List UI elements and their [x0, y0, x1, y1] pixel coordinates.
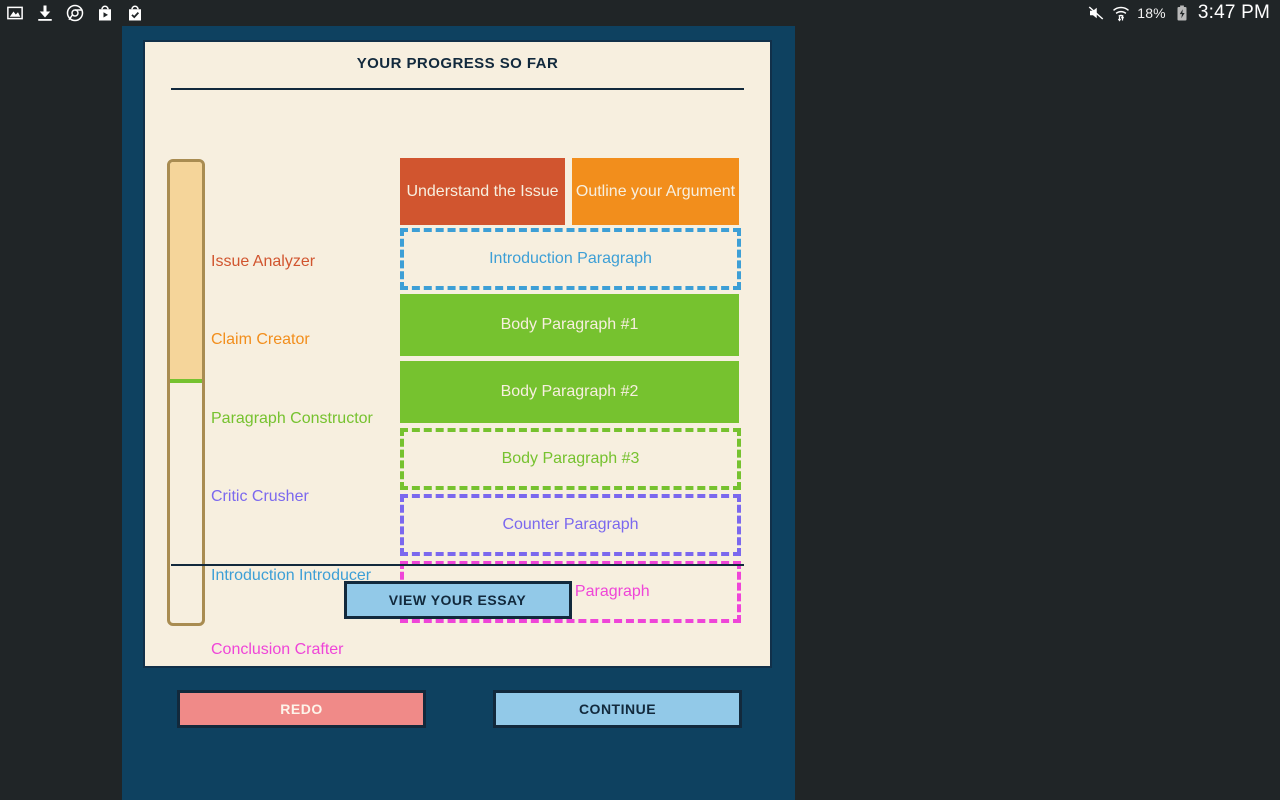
essay-block[interactable]: Body Paragraph #2 — [400, 361, 739, 423]
redo-button[interactable]: REDO — [177, 690, 426, 728]
progress-fill — [170, 162, 202, 384]
stage-label: Paragraph Constructor — [211, 410, 373, 427]
essay-block[interactable]: Body Paragraph #3 — [400, 428, 741, 490]
play-store-check-icon — [129, 5, 141, 21]
chrome-icon — [66, 4, 84, 22]
view-your-essay-button[interactable]: VIEW YOUR ESSAY — [343, 581, 572, 619]
play-store-icon — [99, 5, 111, 21]
wifi-transfer-icon — [1113, 6, 1130, 22]
stage-label: Critic Crusher — [211, 488, 309, 505]
stage-label: Claim Creator — [211, 331, 310, 348]
essay-block[interactable]: Outline your Argument — [572, 158, 739, 225]
essay-block[interactable]: Counter Paragraph — [400, 494, 741, 556]
android-status-bar: 18% 3:47 PM — [0, 0, 1280, 26]
footer-divider — [171, 564, 744, 566]
battery-percent-label: 18% — [1137, 5, 1166, 21]
essay-block[interactable]: Understand the Issue — [400, 158, 565, 225]
stage-label: Conclusion Crafter — [211, 641, 344, 658]
download-icon — [38, 5, 52, 21]
essay-block[interactable]: Body Paragraph #1 — [400, 294, 739, 356]
clock-label: 3:47 PM — [1197, 2, 1270, 23]
status-bar-notification-icons — [6, 4, 144, 22]
title-divider — [171, 88, 744, 90]
gallery-icon — [7, 6, 23, 20]
progress-track — [167, 159, 205, 626]
volume-muted-icon — [1088, 6, 1104, 20]
battery-charging-icon — [1177, 5, 1187, 21]
continue-button[interactable]: CONTINUE — [493, 690, 742, 728]
page-title: YOUR PROGRESS SO FAR — [356, 55, 559, 72]
card-footer: VIEW YOUR ESSAY — [145, 564, 770, 619]
status-bar-system-icons: 18% 3:47 PM — [1087, 2, 1270, 24]
stage-label: Issue Analyzer — [211, 253, 316, 270]
stage-label: Introduction Introducer — [211, 567, 372, 584]
essay-block[interactable]: Introduction Paragraph — [400, 228, 741, 290]
